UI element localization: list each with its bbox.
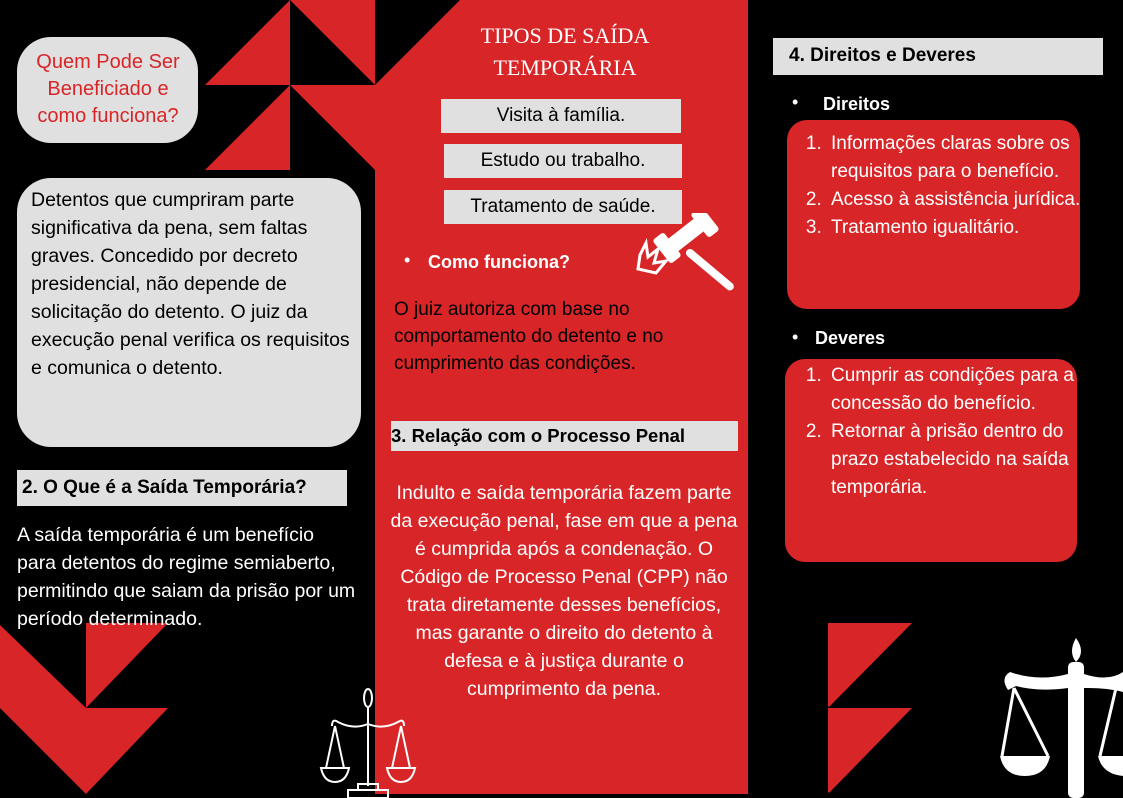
section2-title: 2. O Que é a Saída Temporária? (17, 470, 347, 506)
scales-of-justice-outline-icon (319, 688, 417, 798)
how-text: O juiz autoriza com base no comportament… (394, 299, 664, 374)
panel1-heading: Quem Pode Ser Beneficiado e como funcion… (36, 51, 180, 127)
heading-bubble (17, 37, 198, 143)
bullet-icon: • (792, 327, 799, 347)
rights-item: Tratamento igualitário. (827, 214, 1117, 242)
how-label: Como funciona? (428, 252, 570, 272)
type-item: Visita à família. (441, 99, 681, 133)
rights-item: Informações claras sobre os requisitos p… (827, 130, 1117, 186)
duties-list: Cumprir as condições para a concessão do… (785, 362, 1112, 502)
type-item: Estudo ou trabalho. (444, 144, 682, 178)
type-item: Tratamento de saúde. (444, 190, 682, 224)
section3-title: 3. Relação com o Processo Penal (391, 421, 738, 451)
duties-item: Cumprir as condições para a concessão do… (827, 362, 1112, 418)
duties-label: Deveres (815, 328, 886, 348)
section3-text: Indulto e saída temporária fazem parte d… (390, 482, 738, 700)
section4-title: 4. Direitos e Deveres (773, 38, 1103, 75)
rights-box (787, 120, 1080, 309)
rights-item: Acesso à assistência jurídica. (827, 186, 1117, 214)
types-title: TIPOS DE SAÍDA TEMPORÁRIA (480, 23, 650, 80)
duties-item: Retornar à prisão dentro do prazo estabe… (827, 418, 1112, 502)
section2-text: A saída temporária é um benefício para d… (17, 524, 356, 630)
bullet-icon: • (792, 92, 799, 112)
gavel-icon (636, 213, 734, 291)
rights-label: Direitos (823, 94, 891, 114)
eligibility-bubble (17, 178, 361, 447)
bullet-icon: • (404, 250, 411, 270)
eligibility-text: Detentos que cumpriram parte significati… (31, 189, 350, 379)
duties-box (785, 359, 1077, 562)
rights-list: Informações claras sobre os requisitos p… (785, 130, 1117, 242)
scales-of-justice-solid-icon (1000, 638, 1123, 798)
